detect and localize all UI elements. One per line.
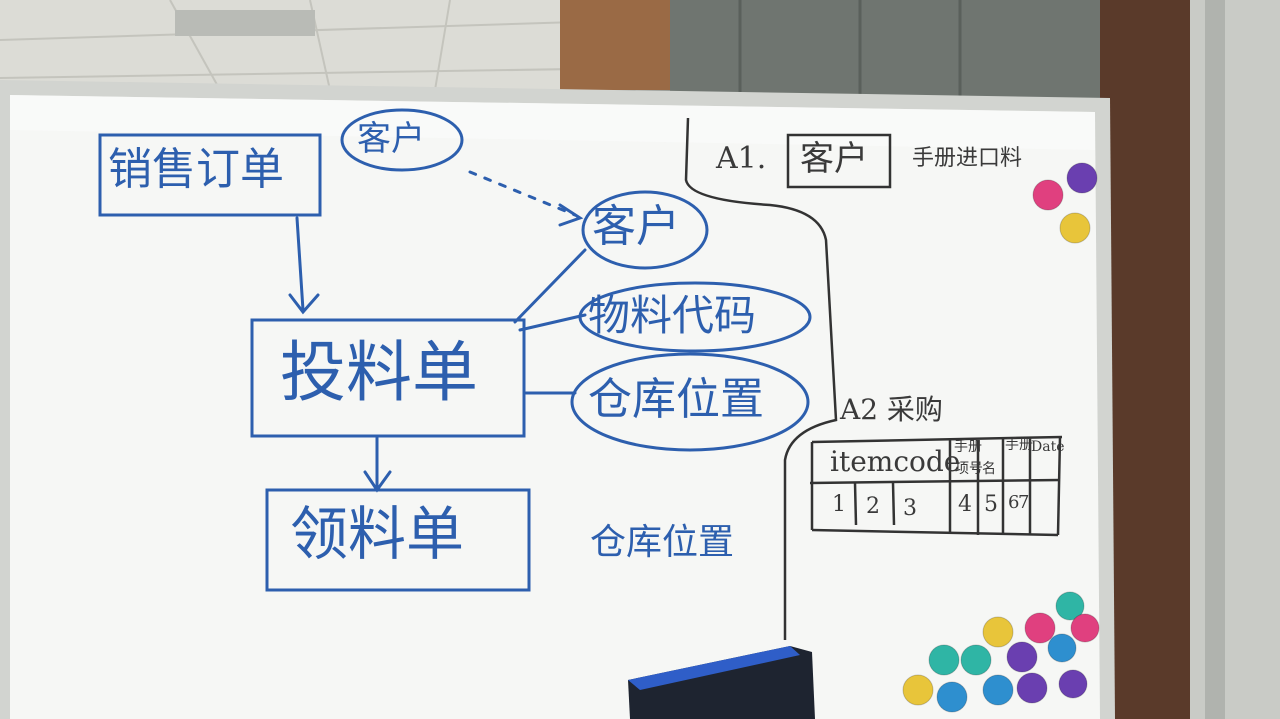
dashed-arrow [468, 170, 577, 217]
magnets [902, 162, 1100, 713]
magnet [1059, 212, 1091, 244]
customer-top-ellipse [340, 108, 464, 172]
door-frame [1190, 0, 1280, 719]
magnet [928, 644, 960, 676]
warehouse-location-note: 仓库位置 [590, 522, 735, 563]
table-header-manual-2: 手册 [1005, 437, 1033, 453]
magnet [982, 674, 1014, 706]
table-subheader-name: 名 [982, 461, 996, 477]
material-code-text: 物料代码 [588, 291, 757, 340]
connector-customer [513, 248, 587, 324]
table-header-date: Date [1031, 439, 1065, 455]
issue-order-box [250, 318, 526, 438]
window [670, 0, 1140, 105]
magnet [1047, 633, 1077, 663]
flowchart-shapes [98, 108, 812, 592]
customer-right-text: 客户 [592, 201, 680, 252]
magnet [982, 616, 1014, 648]
wall-panel [560, 0, 670, 90]
whiteboard-eraser [628, 646, 815, 719]
table-cell: 1 [832, 492, 846, 517]
magnet [1032, 179, 1064, 211]
a2-label: A2 采购 [840, 393, 943, 426]
sales-order-box [98, 133, 322, 217]
table-subheader-item-no: 项号 [955, 461, 983, 477]
section-divider [684, 117, 838, 640]
table-top-line [811, 435, 1063, 444]
picking-order-box [265, 488, 531, 592]
magnet [960, 644, 992, 676]
magnet [1066, 162, 1098, 194]
connector-material [518, 313, 587, 332]
window-frames [738, 0, 962, 100]
customer-right-ellipse [581, 190, 709, 270]
table-cell: 3 [903, 496, 917, 521]
magnet [936, 681, 968, 713]
table-header-itemcode: itemcode [830, 445, 961, 478]
magnet [1058, 669, 1088, 699]
magnet [1070, 613, 1100, 643]
a1-customer-text: 客户 [800, 139, 868, 179]
a1-customer-box [786, 133, 892, 189]
table-bottom-line [811, 528, 1059, 537]
table-mid-line [809, 478, 1061, 485]
customer-top-text: 客户 [357, 119, 425, 159]
magnet [1055, 591, 1085, 621]
magnet [902, 674, 934, 706]
a1-note: 手册进口料 [912, 146, 1023, 171]
table-cell: 4 [958, 492, 972, 517]
table-cell: 7 [1018, 492, 1030, 513]
issue-order-text: 投料单 [280, 334, 478, 411]
table-header-manual-1: 手册 [954, 439, 982, 455]
picking-order-text: 领料单 [290, 500, 465, 568]
sales-order-text: 销售订单 [108, 144, 284, 195]
warehouse-location-ellipse [570, 352, 810, 452]
warehouse-location-text: 仓库位置 [588, 374, 764, 425]
table-cell: 2 [866, 494, 880, 519]
magnet [1016, 672, 1048, 704]
magnet [1006, 641, 1038, 673]
a1-label: A1. [716, 141, 767, 176]
arrow-sales-to-issue [295, 216, 305, 312]
magnet [1024, 612, 1056, 644]
table-cell: 6 [1008, 492, 1020, 513]
table-cell: 5 [984, 492, 998, 517]
right-section-lines [684, 117, 1063, 640]
ceiling-vent [175, 10, 315, 36]
